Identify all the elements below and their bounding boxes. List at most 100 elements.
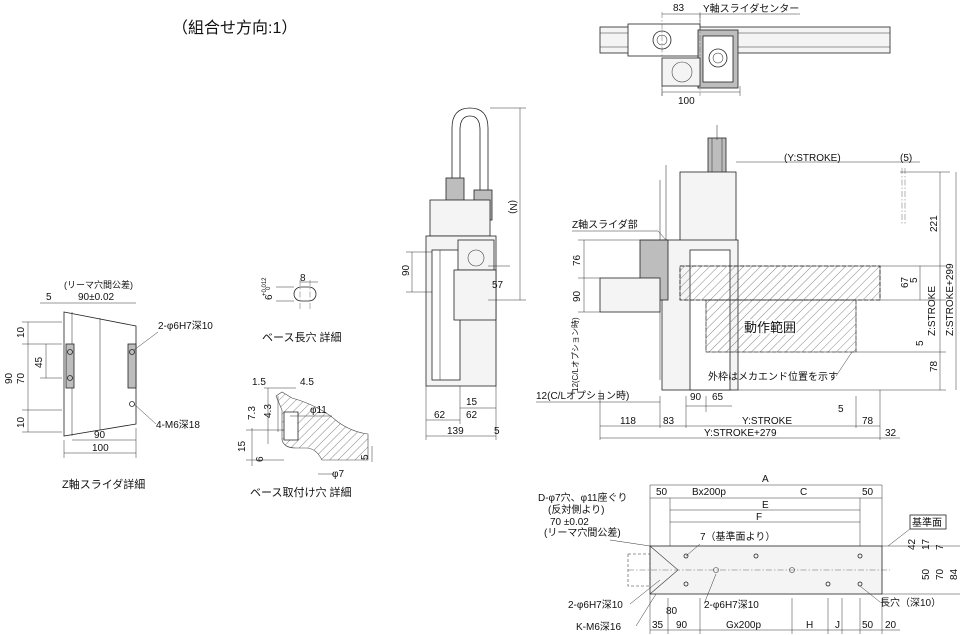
bm-phi11: φ11 [310,405,327,416]
side-dim-5: 5 [494,426,500,437]
front-dim-5-paren: (5) [900,153,912,164]
front-dim-118: 118 [620,416,636,427]
bv-dim-a: A [762,474,769,485]
front-y-stroke-279: Y:STROKE+279 [704,428,777,439]
bottom-view: A 50 Bx200p C 50 E F D-φ7穴、φ11座ぐり (反対側より… [538,474,960,634]
side-dim-62a: 62 [434,410,446,421]
bm-phi7: φ7 [332,469,344,480]
zs-dim-70: 70 [16,372,27,384]
bv-d-holes2: (反対側より) [548,503,604,516]
bv-gx200p: Gx200p [726,620,761,631]
bv-pin2: 2-φ6H7深10 [704,599,759,611]
top-dim-100: 100 [678,96,695,107]
zs-dim-5: 5 [46,292,52,303]
front-dim-90b: 90 [690,392,702,403]
front-dim-83b: 83 [663,416,675,427]
front-z-stroke: Z:STROKE [927,286,938,336]
bm-dim-15: 15 [237,440,248,452]
front-dim-221: 221 [929,215,940,232]
side-dim-90: 90 [401,264,412,276]
slot-dim-8: 8 [300,273,306,284]
bv-long-hole: 長穴（深10） [880,596,941,609]
bv-dim-17: 17 [921,538,932,550]
front-dim-5b: 5 [909,277,920,283]
drawing-title: （組合せ方向:1） [172,19,297,37]
side-dim-139: 139 [447,426,464,437]
front-z-slider-label: Z軸スライダ部 [572,218,638,231]
bv-dim-84: 84 [949,568,960,580]
bv-dim-50b: 50 [862,487,874,498]
side-view: (N) 57 90 62 15 62 139 5 [401,107,526,440]
side-dim-n: (N) [507,200,518,214]
slot-tol: +0.012 [262,277,268,296]
bv-dim-h: H [806,620,813,631]
zs-dim-10b: 10 [16,416,27,428]
zs-dim-45: 45 [34,356,45,368]
front-dim-67: 67 [900,276,911,288]
base-mount-detail: 1.5 4.5 7.3 4.3 φ11 15 6 5 φ7 ベース取付け穴 詳細 [237,377,373,499]
front-outer-frame-note: 外枠はメカエンド位置を示す [708,370,838,383]
bv-dim-70v: 70 [935,568,946,580]
front-view: 動作範囲 外枠はメカエンド位置を示す (Y:STROKE) (5) 221 Z:… [536,125,957,440]
zs-dim-90: 90 [94,430,106,441]
zs-dim-100: 100 [92,443,109,454]
bv-dim-35: 35 [652,620,664,631]
bv-d-holes: D-φ7穴、φ11座ぐり [538,491,627,504]
bv-dim-50: 50 [921,568,932,580]
slot-tol0: 0 [266,286,272,290]
top-y-center-label: Y軸スライダセンター [703,2,799,15]
slot-dim-6: 6 [264,294,275,300]
bv-dim-42: 42 [907,538,918,550]
side-dim-15: 15 [466,397,478,408]
front-dim-5c: 5 [915,340,926,346]
front-dim-65: 65 [712,392,724,403]
zs-dim-90-002: 90±0.02 [78,292,115,303]
front-dim-78: 78 [929,360,940,372]
bv-ref7: 7（基準面より） [700,530,775,543]
front-dim-90: 90 [572,290,583,302]
bm-dim-6: 6 [255,456,266,462]
zs-dim-10a: 10 [16,326,27,338]
bv-reamer: (リーマ穴間公差) [544,526,621,539]
front-y-stroke: Y:STROKE [742,416,792,427]
zs-dim-90v: 90 [4,372,15,384]
side-dim-57: 57 [492,280,504,291]
zs-label: Z軸スライダ詳細 [62,477,145,491]
front-cl-option: 12(C/Lオプション時) [536,390,629,402]
bm-dim-4-5: 4.5 [300,377,314,388]
front-motion-range: 動作範囲 [744,320,796,335]
bv-bx200p: Bx200p [692,487,726,498]
zs-tap: 4-M6深18 [156,419,200,431]
bv-dim-50a: 50 [656,487,668,498]
bm-dim-7-3: 7.3 [247,406,258,420]
bv-ref-face: 基準面 [912,516,942,529]
z-slider-detail: (リーマ穴間公差) 5 90±0.02 2-φ6H7深10 4-M6深18 10… [4,279,213,491]
front-dim-zstroke-299: Z:STROKE+299 [945,263,956,336]
bm-dim-5: 5 [360,454,371,460]
bv-dim-90: 90 [676,620,688,631]
front-dim-32: 32 [885,428,897,439]
bm-dim-1-5: 1.5 [252,377,266,388]
bv-dim-f: F [756,512,762,523]
front-cl-option-vertical: 12(C/Lオプション時) [571,317,580,392]
front-dim-5d: 5 [838,404,844,415]
bv-pin1: 2-φ6H7深10 [568,599,623,611]
front-dim-78b: 78 [862,416,874,427]
bm-label: ベース取付け穴 詳細 [250,485,352,499]
bm-dim-4-3: 4.3 [263,404,274,418]
bv-dim-80: 80 [666,606,678,617]
slot-detail-label: ベース長穴 詳細 [262,330,342,344]
bv-k-tap: K-M6深16 [576,621,621,633]
front-dim-76: 76 [572,254,583,266]
side-dim-62b: 62 [466,410,478,421]
bv-dim-e: E [762,500,769,511]
bv-dim-7: 7 [935,544,946,550]
top-view: 83 Y軸スライダセンター 100 [599,2,891,107]
bv-dim-70: 70 ±0.02 [550,517,589,528]
zs-reamer: (リーマ穴間公差) [64,279,133,290]
bv-dim-j: J [835,620,840,631]
front-dim-y-stroke: (Y:STROKE) [784,153,841,164]
bv-dim-20: 20 [885,620,897,631]
top-dim-83: 83 [673,3,685,14]
